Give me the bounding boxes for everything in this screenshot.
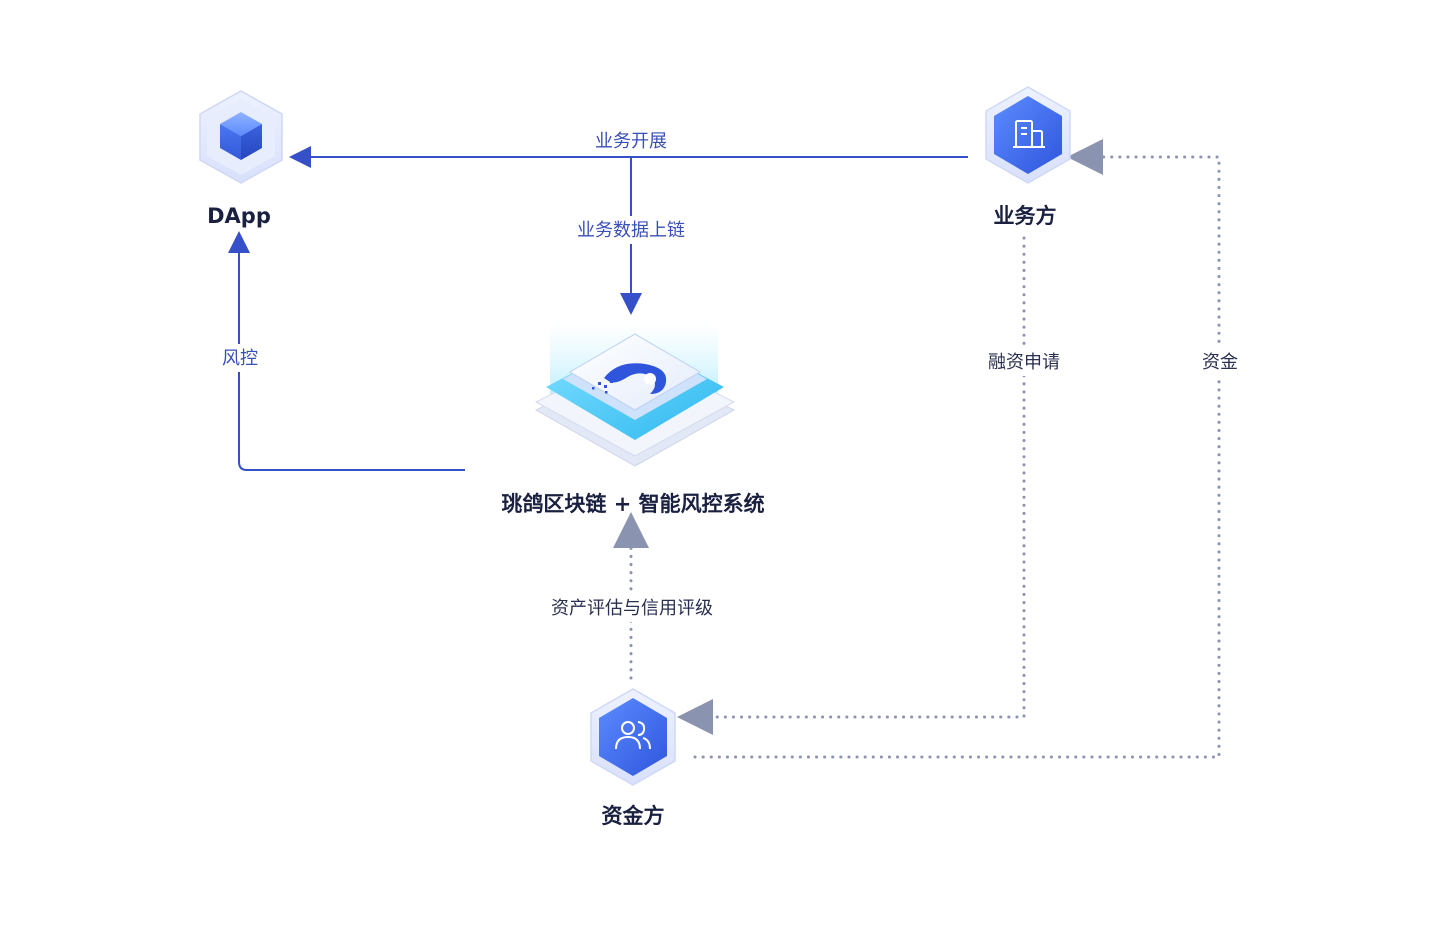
platform-label: 珧鸽区块链 + 智能风控系统: [501, 492, 764, 516]
flow-label-funds: 资金: [1196, 348, 1244, 376]
building-icon: [985, 86, 1071, 184]
financing-application-connector: [677, 236, 1026, 735]
svg-text:业务开展: 业务开展: [595, 131, 667, 152]
flow-label-asset-rating: 资产评估与信用评级: [540, 594, 724, 622]
funder-label: 资金方: [602, 804, 665, 828]
business-label: 业务方: [994, 204, 1057, 228]
svg-text:资产评估与信用评级: 资产评估与信用评级: [551, 598, 713, 619]
funds-connector: [693, 139, 1221, 759]
dapp-label: DApp: [207, 204, 271, 228]
cube-icon: [199, 90, 283, 184]
flow-label-risk-control: 风控: [215, 344, 265, 372]
svg-text:资金: 资金: [1202, 352, 1238, 373]
dapp-node: DApp: [199, 90, 283, 228]
flow-label-business-development: 业务开展: [585, 127, 679, 153]
flow-label-data-onchain: 业务数据上链: [568, 216, 694, 244]
platform-node: 珧鸽区块链 + 智能风控系统: [501, 322, 765, 516]
risk-control-connector: [228, 231, 465, 471]
svg-text:业务数据上链: 业务数据上链: [577, 220, 685, 241]
users-icon: [590, 688, 676, 786]
svg-text:融资申请: 融资申请: [988, 352, 1060, 373]
funder-node: 资金方: [590, 688, 676, 828]
blockchain-platform-icon: [534, 322, 736, 467]
svg-text:风控: 风控: [222, 348, 258, 369]
business-node: 业务方: [985, 86, 1071, 228]
flow-label-financing-application: 融资申请: [980, 348, 1068, 376]
